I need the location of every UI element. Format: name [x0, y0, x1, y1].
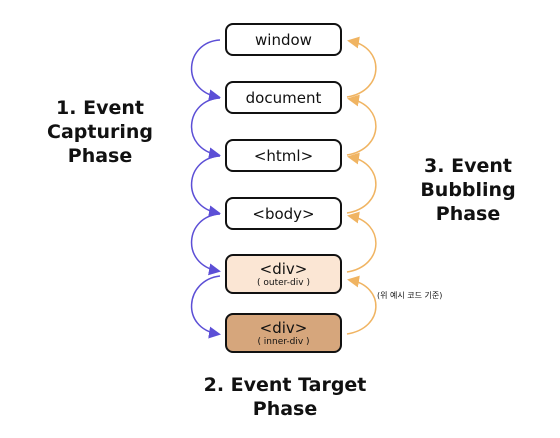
bubbling-phase-label: 3. Event Bubbling Phase [383, 154, 553, 226]
node-html-label: <html> [253, 146, 314, 165]
target-phase-subtitle: Phase [252, 398, 318, 420]
node-window-label: window [255, 30, 312, 49]
node-body: <body> [225, 197, 342, 230]
node-document: document [225, 81, 342, 114]
target-phase-title: 2. Event Target [203, 374, 367, 396]
example-code-note: (위 예시 코드 기준) [377, 291, 443, 300]
bubble-arrow-1 [346, 275, 377, 335]
capture-arrow-4 [190, 213, 221, 276]
capturing-phase-subtitle: Phase [67, 145, 133, 167]
node-html: <html> [225, 139, 342, 172]
capturing-phase-title: 1. Event Capturing [47, 97, 153, 143]
node-document-label: document [245, 88, 322, 107]
bubble-arrow-5 [346, 36, 377, 98]
node-inner-div-label: <div> [259, 318, 308, 337]
target-phase-label: 2. Event Target Phase [200, 373, 370, 421]
node-outer-div: <div> ( outer-div ) [225, 254, 342, 294]
capture-arrow-1 [190, 39, 221, 102]
node-outer-div-label: <div> [259, 259, 308, 278]
node-window: window [225, 23, 342, 56]
capturing-phase-label: 1. Event Capturing Phase [10, 96, 190, 168]
node-body-label: <body> [252, 204, 315, 223]
bubbling-phase-title: 3. Event Bubbling [420, 155, 516, 201]
node-inner-div-sublabel: ( inner-div ) [257, 336, 310, 347]
node-outer-div-sublabel: ( outer-div ) [257, 277, 310, 288]
capture-arrow-5 [190, 275, 221, 339]
capture-arrow-3 [190, 155, 221, 218]
bubble-arrow-3 [346, 152, 377, 214]
bubble-arrow-4 [346, 94, 377, 156]
node-inner-div: <div> ( inner-div ) [225, 313, 342, 353]
capture-arrow-2 [190, 97, 221, 160]
bubble-arrow-2 [346, 211, 377, 273]
bubbling-phase-subtitle: Phase [435, 203, 501, 225]
